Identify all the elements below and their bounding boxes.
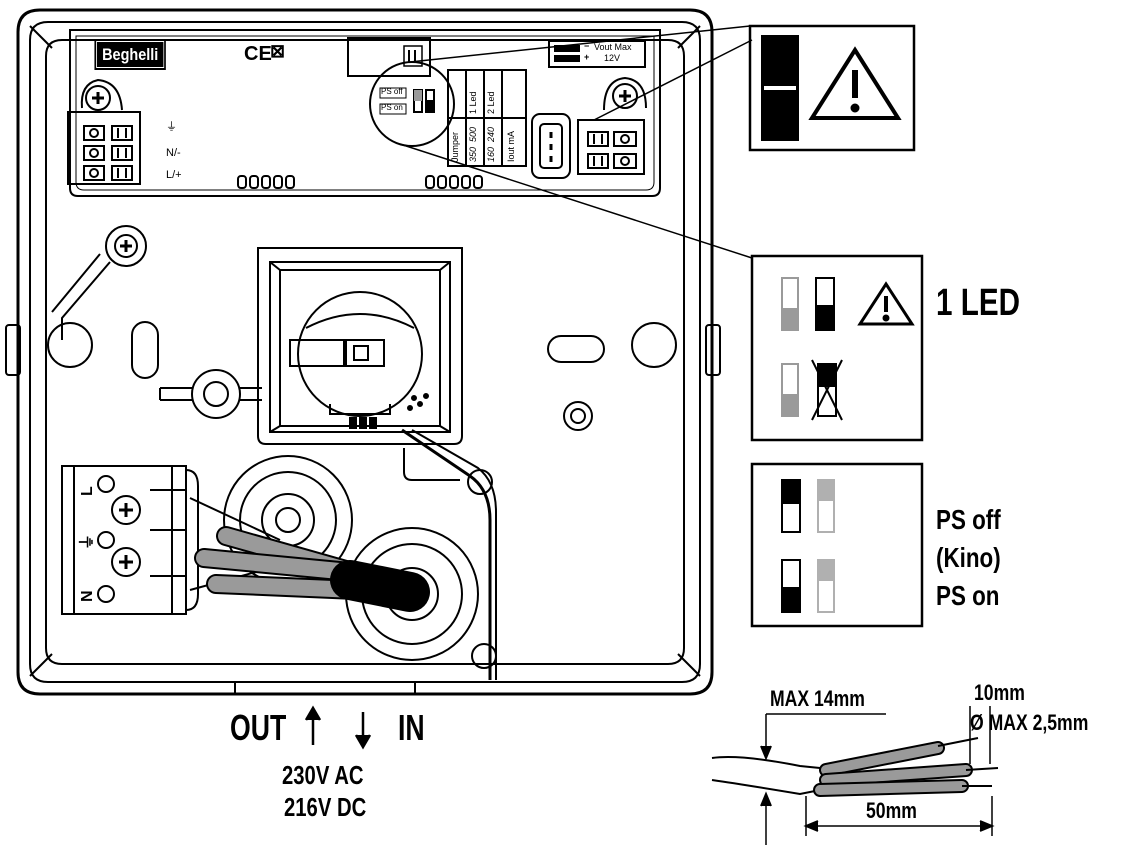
wire-strip-diagram [711,706,999,845]
kino-label: (Kino) [936,542,1001,573]
in-label: IN [398,707,425,748]
vout-label-box: − + Vout Max 12V [548,40,646,68]
warning-triangle-small-icon [857,281,915,326]
two-led-value-240: 240 [486,126,496,142]
strip-length-label: 10mm [974,680,1025,705]
vout-minus-bar [554,45,580,52]
led-config-panel [750,254,924,442]
one-led-value-500: 500 [468,126,478,142]
supply-dc-label: 216V DC [284,792,367,822]
ps-on-small-label: PS on [381,103,403,112]
brand-logo: Beghelli [94,39,166,70]
screw-top-right [603,76,647,111]
screw-top-left [80,78,123,111]
mains-terminal-block [67,111,141,185]
mounting-holes [47,321,677,431]
line-terminal-label: L/+ [166,169,182,181]
earth-terminal-label: ⏚ [166,121,177,133]
supply-ac-label: 230V AC [282,760,364,790]
not-allowed-cross-icon [811,359,843,421]
one-led-col-header: 1 Led [468,91,478,114]
vout-plus-sign: + [584,52,590,62]
two-led-value-160: 160 [486,146,496,162]
warning-box [748,24,916,152]
weee-bin-icon: ⊠ [270,41,286,61]
iout-col-header: Iout mA [506,130,516,162]
one-led-title: 1 LED [936,282,1021,324]
ps-off-label: PS off [936,504,1001,535]
output-terminal-block [577,119,645,175]
cable-length-label: 50mm [866,798,917,823]
direction-arrows [304,705,372,750]
jumper-table [447,69,527,167]
out-label: OUT [230,707,287,748]
central-module [257,247,463,445]
cable-line-label: L [79,486,96,496]
warning-triangle-icon [808,46,902,120]
ground-screw [51,225,147,340]
vout-plus-bar [554,55,580,62]
max-wire-diameter-label: Ø MAX 2,5mm [970,710,1089,735]
vout-voltage-label: 12V [604,53,621,63]
jumper-table-text: Jumper 1 Led 2 Led Iout mA 350 160 500 2… [448,70,526,166]
cable-earth-label: ⏚ [79,533,96,550]
cable-channel [401,428,497,680]
keyhole-slot [159,369,262,419]
supply-cable [189,497,430,612]
jumper-col-header: Jumper [450,131,460,162]
neutral-terminal-label: N/- [166,147,181,159]
vout-minus-sign: − [584,41,590,51]
ps-off-small-label: PS off [381,87,403,96]
one-led-value-350: 350 [468,146,478,162]
housing-outline [5,8,721,696]
pcb-area [69,29,661,197]
two-led-col-header: 2 Led [486,91,496,114]
vout-max-label: Vout Max [594,42,632,52]
cable-neutral-label: N [79,590,96,602]
max-outer-diameter-label: MAX 14mm [770,686,865,711]
ps-on-label: PS on [936,580,1000,611]
ps-config-panel [750,462,924,628]
jumper-header [347,37,431,77]
callout-lines [399,25,753,259]
led-connector [531,113,571,179]
ce-mark: CE [244,43,272,65]
vent-slots [237,175,483,189]
supply-terminal-block [61,465,199,615]
